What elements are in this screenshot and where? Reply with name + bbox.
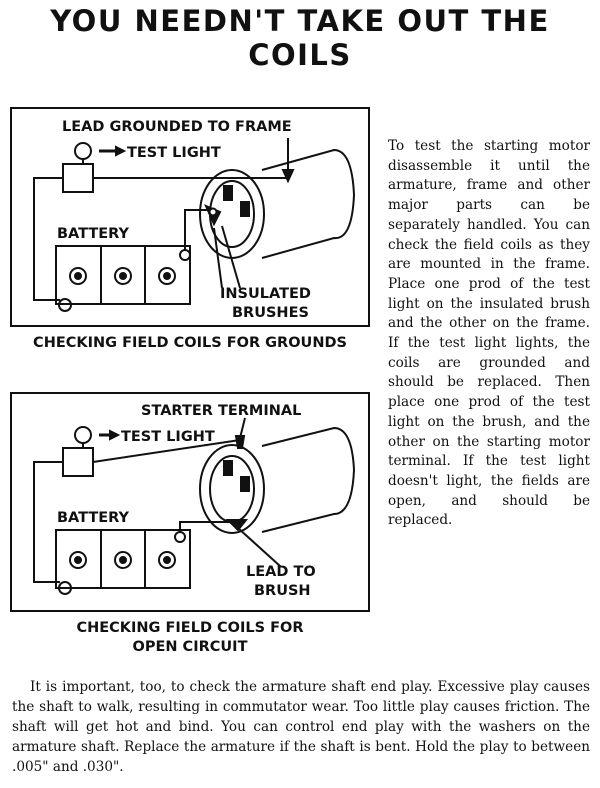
bottom-paragraph: It is important, too, to check the armat… xyxy=(12,679,590,775)
wire-battery-light-2 xyxy=(33,461,63,583)
test-light-2 xyxy=(62,426,121,477)
motor-housing-1 xyxy=(199,148,356,259)
figure-open-circuit xyxy=(10,392,370,612)
label-lead-to: LEAD TO xyxy=(246,564,316,580)
brush-arrow-1 xyxy=(213,227,223,289)
battery-post-1 xyxy=(179,249,191,261)
wire-to-brush-1 xyxy=(184,209,209,250)
label-insulated: INSULATED xyxy=(220,286,311,302)
wire-light-terminal-2 xyxy=(92,439,241,463)
side-paragraph: To test the starting motor disassemble i… xyxy=(388,138,590,529)
figure2-frame xyxy=(10,392,370,612)
label-starter-terminal: STARTER TERMINAL xyxy=(141,403,301,419)
battery-post-2 xyxy=(174,531,186,543)
label-test-light-1: TEST LIGHT xyxy=(127,145,221,161)
figure1-frame xyxy=(10,107,370,327)
figure2-caption-line2: OPEN CIRCUIT xyxy=(132,639,248,655)
label-battery-1: BATTERY xyxy=(57,226,130,242)
brush-arrow-2 xyxy=(237,527,281,567)
label-lead-grounded: LEAD GROUNDED TO FRAME xyxy=(62,119,292,135)
terminal-arrow-2 xyxy=(239,417,246,439)
test-light-1 xyxy=(62,142,127,193)
wire-to-brush-2 xyxy=(179,521,232,532)
battery-2 xyxy=(55,529,191,589)
page-title: YOU NEEDN'T TAKE OUT THE COILS xyxy=(50,4,550,72)
label-brush: BRUSH xyxy=(254,583,311,599)
label-test-light-2: TEST LIGHT xyxy=(121,429,215,445)
motor-housing-2 xyxy=(199,426,356,534)
figure2-caption-line1: CHECKING FIELD COILS FOR xyxy=(76,620,304,636)
figure-grounds xyxy=(10,107,370,327)
battery-1 xyxy=(55,245,191,305)
wire-battery-light-1 xyxy=(33,177,63,301)
label-battery-2: BATTERY xyxy=(57,510,130,526)
label-brushes: BRUSHES xyxy=(232,305,309,321)
figure1-caption: CHECKING FIELD COILS FOR GROUNDS xyxy=(33,335,347,351)
